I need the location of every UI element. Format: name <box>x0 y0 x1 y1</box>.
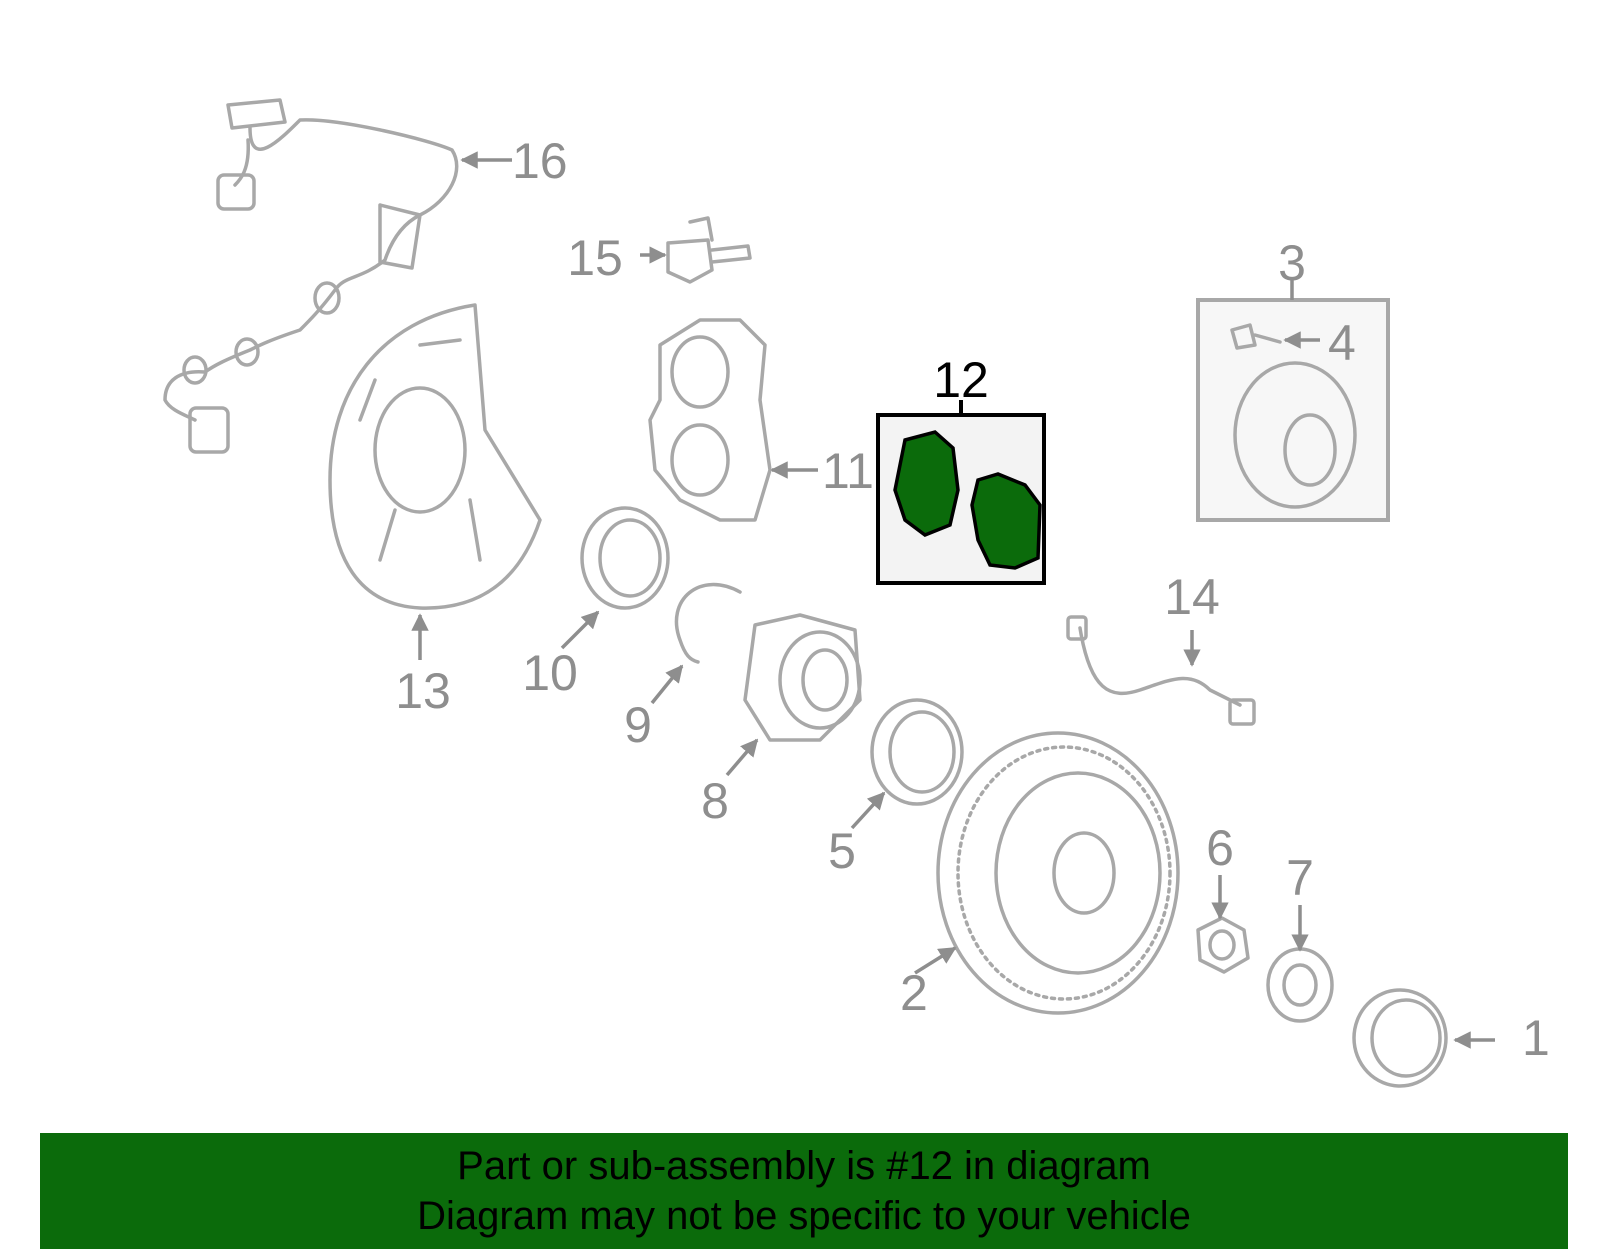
callout-4: 4 <box>1328 315 1356 371</box>
part-1-grease-cap[interactable] <box>1352 988 1448 1088</box>
callout-10: 10 <box>522 645 578 701</box>
part-6-hub-nut[interactable] <box>1196 916 1250 974</box>
callout-9: 9 <box>624 697 652 753</box>
part-15-speed-sensor[interactable] <box>666 216 752 284</box>
part-10-oil-seal[interactable] <box>580 506 670 610</box>
part-2-brake-rotor[interactable] <box>936 731 1180 1015</box>
callout-8: 8 <box>701 773 729 829</box>
callout-1: 1 <box>1522 1010 1550 1066</box>
callout-11: 11 <box>822 443 874 499</box>
part-11-caliper[interactable] <box>648 318 772 522</box>
callout-13: 13 <box>395 663 451 719</box>
part-13-dust-shield[interactable] <box>328 303 542 610</box>
part-12-brake-pads-highlighted[interactable] <box>876 400 1046 585</box>
leader-lines <box>411 151 1495 1049</box>
callout-15: 15 <box>567 230 623 286</box>
callout-7: 7 <box>1286 850 1314 906</box>
banner-line-2: Diagram may not be specific to your vehi… <box>417 1194 1191 1238</box>
callout-labels: 1 2 3 4 5 6 7 8 9 10 11 12 13 14 15 16 <box>395 133 1550 1066</box>
banner-line-1: Part or sub-assembly is #12 in diagram <box>457 1144 1151 1188</box>
callout-12: 12 <box>933 352 989 408</box>
callout-3: 3 <box>1278 235 1306 291</box>
callout-5: 5 <box>828 823 856 879</box>
callout-16: 16 <box>512 133 568 189</box>
part-14-brake-hose[interactable] <box>1066 615 1256 726</box>
info-banner: Part or sub-assembly is #12 in diagram D… <box>40 1133 1568 1249</box>
callout-6: 6 <box>1206 820 1234 876</box>
part-16-abs-wire-harness[interactable] <box>163 98 459 454</box>
callout-2: 2 <box>900 965 928 1021</box>
part-8-bearing-housing[interactable] <box>743 613 862 742</box>
part-5-oil-seal[interactable] <box>870 698 964 806</box>
part-3-hub-inset[interactable] <box>1196 280 1390 522</box>
callout-14: 14 <box>1164 569 1220 625</box>
part-7-lock-cap[interactable] <box>1266 947 1334 1023</box>
part-9-snap-ring[interactable] <box>674 582 742 664</box>
